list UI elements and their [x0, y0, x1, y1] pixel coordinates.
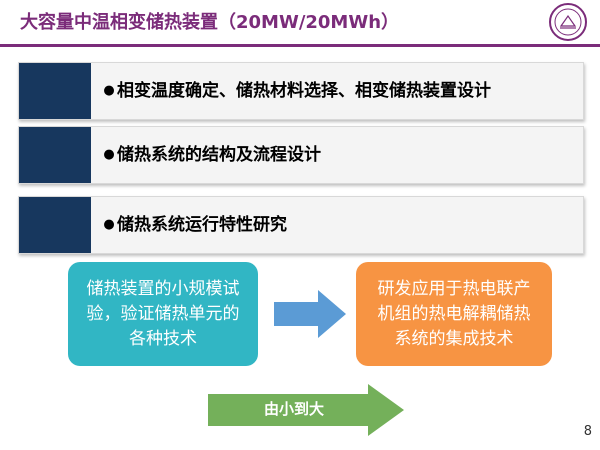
university-seal-icon: [549, 3, 587, 41]
grow-arrow-icon: [208, 384, 404, 436]
box-line: 储热装置的小规模试: [86, 278, 240, 299]
box-line: 机组的热电解耦储热: [377, 303, 531, 324]
small-scale-test-box: 储热装置的小规模试 验，验证储热单元的 各种技术: [68, 262, 258, 366]
bullet-icon: ●: [103, 83, 115, 98]
bullet-icon: ●: [103, 217, 115, 232]
bullet-bar-2: ● 储热系统的结构及流程设计: [18, 126, 584, 184]
bullet-text: 储热系统的结构及流程设计: [117, 145, 321, 165]
page-number: 8: [583, 424, 592, 439]
bullet-bar-1: ● 相变温度确定、储热材料选择、相变储热装置设计: [18, 62, 584, 120]
box-line: 研发应用于热电联产: [377, 278, 531, 299]
bar-accent-block: [19, 127, 91, 183]
bullet-text: 相变温度确定、储热材料选择、相变储热装置设计: [117, 81, 491, 101]
bar-accent-block: [19, 197, 91, 253]
arrow-right-icon: [274, 290, 346, 338]
box-line: 各种技术: [129, 328, 197, 349]
progress-label: 由小到大: [263, 400, 324, 418]
bullet-icon: ●: [103, 147, 115, 162]
title-divider: [0, 44, 600, 47]
bar-accent-block: [19, 63, 91, 119]
box-line: 验，验证储热单元的: [86, 303, 240, 324]
box-line: 系统的集成技术: [394, 328, 514, 349]
bullet-text: 储热系统运行特性研究: [117, 215, 287, 235]
bullet-bar-3: ● 储热系统运行特性研究: [18, 196, 584, 254]
slide-title: 大容量中温相变储热装置（20MW/20MWh）: [20, 12, 400, 33]
integration-tech-box: 研发应用于热电联产 机组的热电解耦储热 系统的集成技术: [356, 262, 552, 366]
